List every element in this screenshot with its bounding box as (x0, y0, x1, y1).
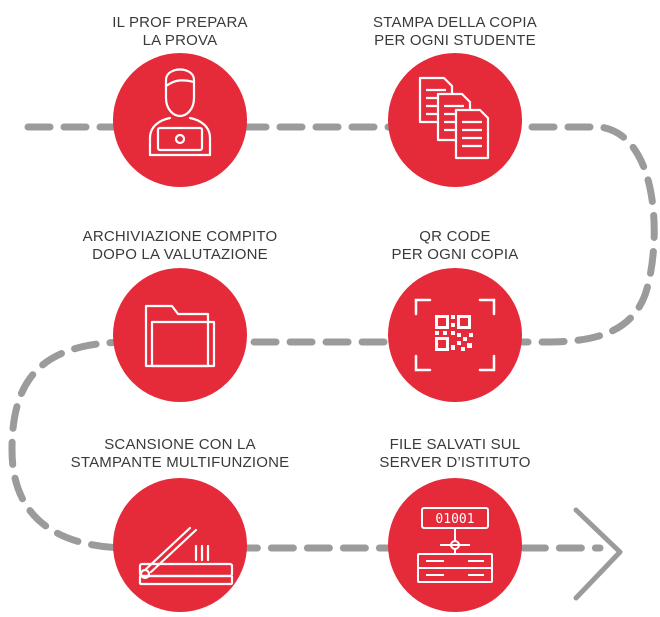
step-label-qr: QR CODE PER OGNI COPIA (325, 228, 585, 264)
teacher-laptop-icon (148, 68, 212, 157)
server-icon (417, 507, 493, 583)
step-label-line2: DOPO LA VALUTAZIONE (92, 246, 268, 263)
documents-stack-icon (418, 76, 490, 160)
step-label-line1: SCANSIONE CON LA (104, 436, 256, 453)
step-label-server: FILE SALVATI SUL SERVER D’ISTITUTO (325, 436, 585, 472)
step-label-line1: ARCHIVIAZIONE COMPITO (82, 228, 278, 245)
step-label-line2: STAMPANTE MULTIFUNZIONE (70, 454, 290, 471)
qr-code-icon (414, 298, 496, 372)
arrow-head-icon (573, 507, 623, 601)
step-label-archive: ARCHIVIAZIONE COMPITO DOPO LA VALUTAZION… (50, 228, 310, 264)
step-label-line1: QR CODE (419, 228, 491, 245)
step-label-line1: STAMPA DELLA COPIA (373, 14, 537, 31)
step-label-line2: LA PROVA (142, 32, 218, 49)
step-label-line2: SERVER D’ISTITUTO (379, 454, 531, 471)
step-label-print: STAMPA DELLA COPIA PER OGNI STUDENTE (325, 14, 585, 50)
step-label-scan: SCANSIONE CON LA STAMPANTE MULTIFUNZIONE (50, 436, 310, 472)
step-circle-archive (113, 268, 247, 402)
dashed-flow-path (8, 123, 658, 552)
scanner-icon (138, 526, 234, 586)
step-label-line2: PER OGNI COPIA (391, 246, 519, 263)
folder-icon (144, 304, 216, 368)
step-label-line1: IL PROF PREPARA (112, 14, 248, 31)
step-label-prepare: IL PROF PREPARA LA PROVA (50, 14, 310, 50)
step-label-line1: FILE SALVATI SUL (389, 436, 521, 453)
step-circle-prepare (113, 53, 247, 187)
server-binary-text: 01001 (435, 512, 474, 527)
step-label-line2: PER OGNI STUDENTE (374, 32, 536, 49)
